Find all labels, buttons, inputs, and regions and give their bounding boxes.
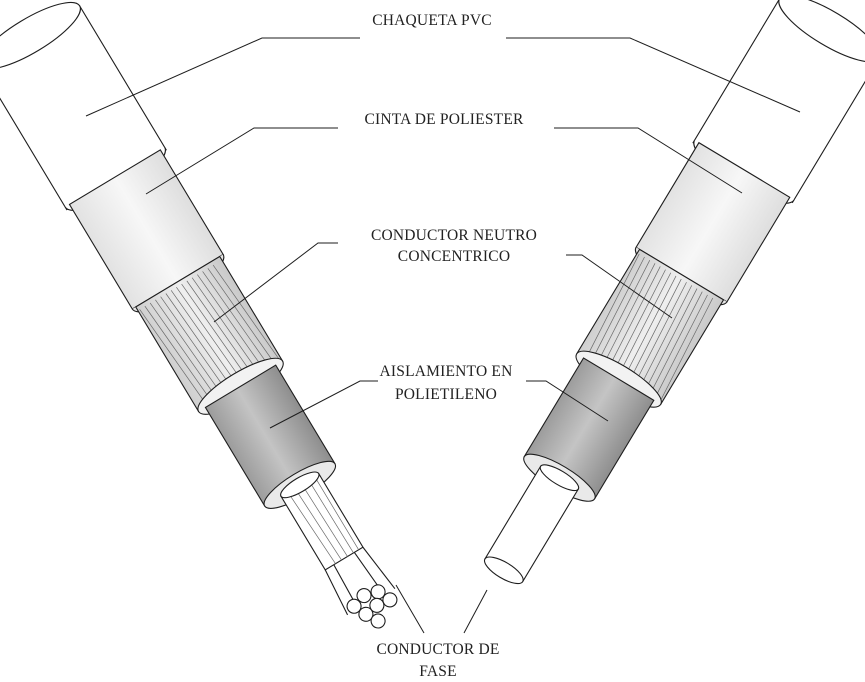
neutral-wire-strand [597,259,651,363]
neutral-wire-strand [629,278,682,382]
neutral-wire-strand [181,283,248,378]
label-phase-text-2: FASE [419,663,457,680]
left-conductor-strand-ends [346,584,398,629]
neutral-wire-strand [587,253,640,356]
label-insulation-text-2: POLIETILENO [395,386,497,403]
neutral-wire-strand [644,288,698,391]
neutral-wire-strand [202,271,269,366]
neutral-wire-strand [170,290,237,385]
neutral-wire-strand [655,294,708,397]
left-stranded-phase-conductor [280,471,398,629]
neutral-wire-strand [212,264,279,359]
neutral-wire-strand [191,277,258,372]
neutral-wire-strand [176,286,243,381]
right-solid-phase-conductor [483,464,580,585]
label-phase-text-1: CONDUCTOR DE [376,641,499,658]
label-chaqueta-pvc: CHAQUETA PVC [85,12,801,117]
neutral-wire-strand [608,266,661,369]
neutral-wire-strand [602,263,656,366]
label-conductor-neutro: CONDUCTOR NEUTRO CONCENTRICO [213,227,673,323]
neutral-wire-strand [165,293,232,388]
neutral-wire-strand [623,275,677,378]
neutral-wire-strand [639,285,693,388]
neutral-wire-strand [144,305,211,400]
neutral-wire-strand [650,291,703,394]
neutral-wire-strand [155,299,222,394]
label-tape-text: CINTA DE POLIESTER [364,111,524,128]
label-jacket-text: CHAQUETA PVC [372,12,492,29]
label-aislamiento: AISLAMIENTO EN POLIETILENO [269,363,609,429]
neutral-wire-strand [149,302,216,397]
neutral-wire-strand [197,274,264,369]
neutral-wire-strand [207,268,274,363]
neutral-wire-strand [660,297,714,401]
neutral-wire-strand [139,309,206,404]
label-insulation-text-1: AISLAMIENTO EN [380,363,513,380]
neutral-wire-strand [186,280,253,375]
label-cinta-poliester: CINTA DE POLIESTER [145,111,743,195]
neutral-wire-strand [592,256,645,360]
neutral-wire-strand [634,282,687,385]
label-neutral-text-2: CONCENTRICO [398,248,510,265]
right-cable [483,0,865,585]
neutral-wire-strand [618,272,672,375]
neutral-wire-strand [160,296,227,391]
neutral-wire-strand [613,269,666,372]
label-conductor-fase: CONDUCTOR DE FASE [376,584,499,680]
left-cable [0,1,398,629]
label-neutral-text-1: CONDUCTOR NEUTRO [371,227,537,244]
